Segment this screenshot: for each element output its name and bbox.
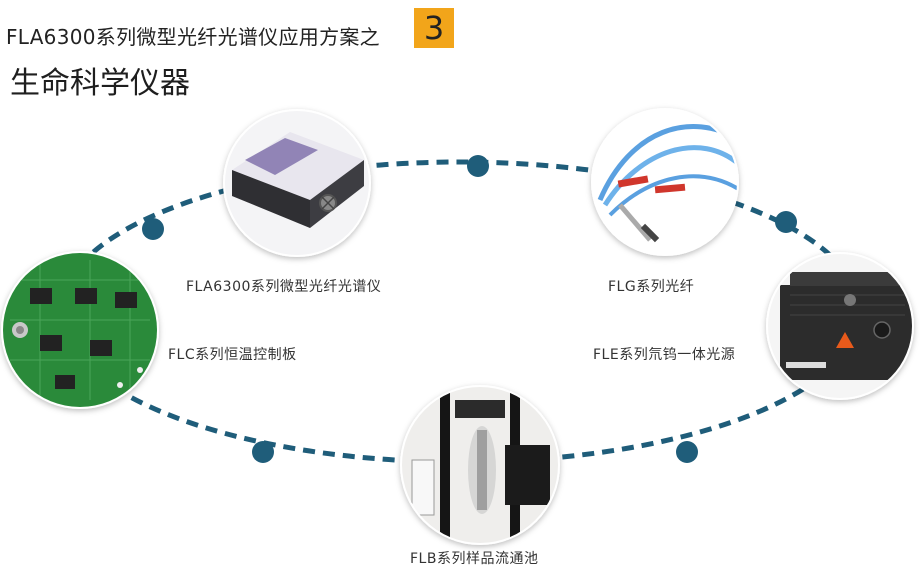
circuit-board-image <box>3 253 157 407</box>
header-number-badge: 3 <box>414 8 454 48</box>
node-light-source <box>766 252 914 400</box>
node-label-spectrometer: FLA6300系列微型光纤光谱仪 <box>186 279 382 295</box>
node-spectrometer <box>223 109 371 257</box>
ring-dot <box>775 211 797 233</box>
light-source-image <box>768 254 912 398</box>
spectrometer-image <box>225 111 369 255</box>
node-control-board <box>1 251 159 409</box>
header-title: FLA6300系列微型光纤光谱仪应用方案之 <box>6 25 380 49</box>
ring-dot <box>142 218 164 240</box>
node-fiber <box>591 108 739 256</box>
node-flow-cell <box>400 385 560 545</box>
node-label-control-board: FLC系列恒温控制板 <box>168 347 297 363</box>
flow-cell-image <box>402 387 558 543</box>
fiber-image <box>593 110 737 254</box>
page-subtitle: 生命科学仪器 <box>10 66 190 101</box>
node-label-flow-cell: FLB系列样品流通池 <box>410 551 539 567</box>
ring-dot <box>467 155 489 177</box>
node-label-fiber: FLG系列光纤 <box>608 279 695 295</box>
node-label-light-source: FLE系列氘钨一体光源 <box>593 347 736 363</box>
ring-dot <box>676 441 698 463</box>
ring-dot <box>252 441 274 463</box>
